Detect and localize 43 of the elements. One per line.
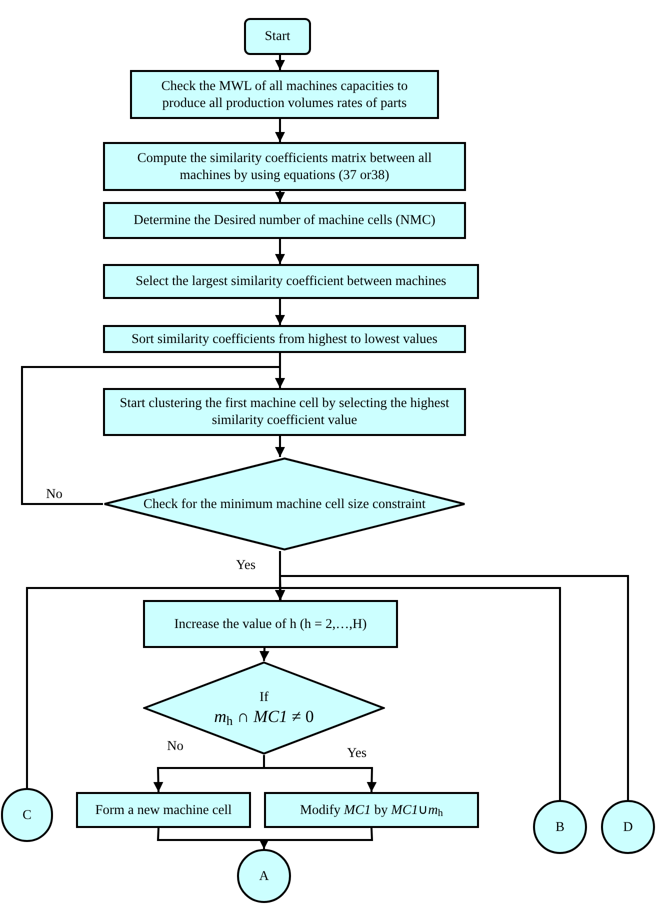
node-text: Check the MWL of all machines capacities to produce all production volumes rates of parts (160, 78, 409, 112)
node-text: Start clustering the first machine cell by selecting the highest similarity coefficient value (118, 395, 450, 429)
arrow (275, 299, 285, 325)
node-text: If (260, 688, 268, 706)
arrow (275, 239, 285, 264)
process-box (103, 142, 466, 191)
node-text: Compute the similarity coefficients matrix between all machines by using equations (37 or38) (136, 150, 433, 184)
arrow (275, 119, 285, 142)
process-box (103, 388, 466, 436)
node-text: Check for the minimum machine cell size constraint (143, 496, 426, 512)
arrow (259, 828, 374, 849)
process-box (103, 202, 466, 239)
process-box (264, 792, 479, 828)
node-text: Sort similarity coefficients from highest to lowest values (131, 330, 438, 348)
process-box (76, 792, 251, 828)
edge-label: No (165, 739, 186, 752)
node-text: Increase the value of h (h = 2,…,H) (174, 616, 367, 632)
node-text: B (555, 818, 564, 836)
process-box (103, 325, 466, 353)
process-box (130, 70, 439, 119)
edge-label: Yes (345, 746, 369, 760)
process-box (103, 264, 479, 299)
node-text: Determine the Desired number of machine cells (NMC) (134, 212, 436, 229)
node-text: C (22, 806, 32, 824)
start-terminal (244, 18, 311, 55)
edge-label: No (44, 487, 64, 500)
edge-label: Yes (234, 558, 258, 572)
node-text: m$_{h}$ ∩ MC1 ≠ 0 (214, 706, 314, 728)
node-text: D (623, 818, 633, 836)
node-text: Start (264, 28, 290, 45)
process-box (143, 600, 398, 648)
node-text: Select the largest similarity coefficient between machines (136, 273, 446, 290)
arrow (275, 55, 285, 70)
node-text: A (259, 868, 269, 884)
arrow (275, 436, 285, 457)
arrow (275, 587, 561, 800)
decision-diamond (103, 457, 466, 551)
node-text: Modify MC1 by MC1∪m$_{h}$ (300, 802, 443, 818)
arrow (263, 755, 377, 792)
arrow (275, 191, 285, 202)
arrow (259, 648, 270, 662)
arrow (21, 366, 285, 505)
node-text: Form a new machine cell (95, 802, 232, 818)
